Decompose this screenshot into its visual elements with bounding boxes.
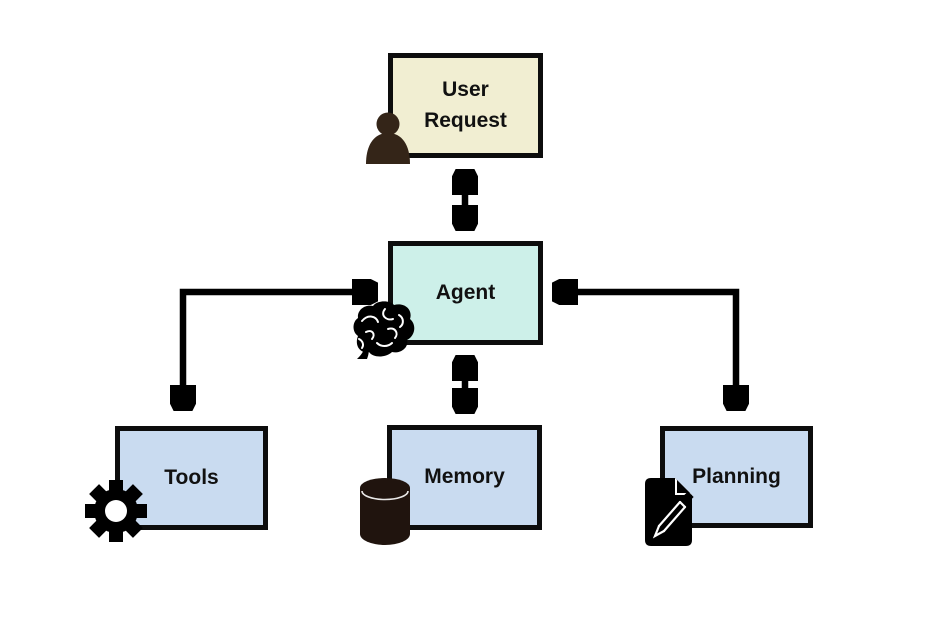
person-icon xyxy=(363,111,413,164)
brain-icon xyxy=(349,301,416,359)
node-planning-label: Planning xyxy=(692,464,781,488)
node-tools: Tools xyxy=(115,426,268,530)
note-pencil-icon xyxy=(643,476,694,548)
edge-agent-planning xyxy=(556,292,736,407)
node-user-request-label: User Request xyxy=(424,78,507,132)
node-user-request: User Request xyxy=(388,53,543,158)
node-memory-label: Memory xyxy=(424,465,505,489)
edge-agent-tools xyxy=(183,292,374,407)
node-tools-label: Tools xyxy=(164,465,219,489)
node-agent-label: Agent xyxy=(435,280,496,304)
node-memory: Memory xyxy=(387,425,542,530)
database-icon xyxy=(358,477,412,546)
gear-icon xyxy=(84,476,148,546)
